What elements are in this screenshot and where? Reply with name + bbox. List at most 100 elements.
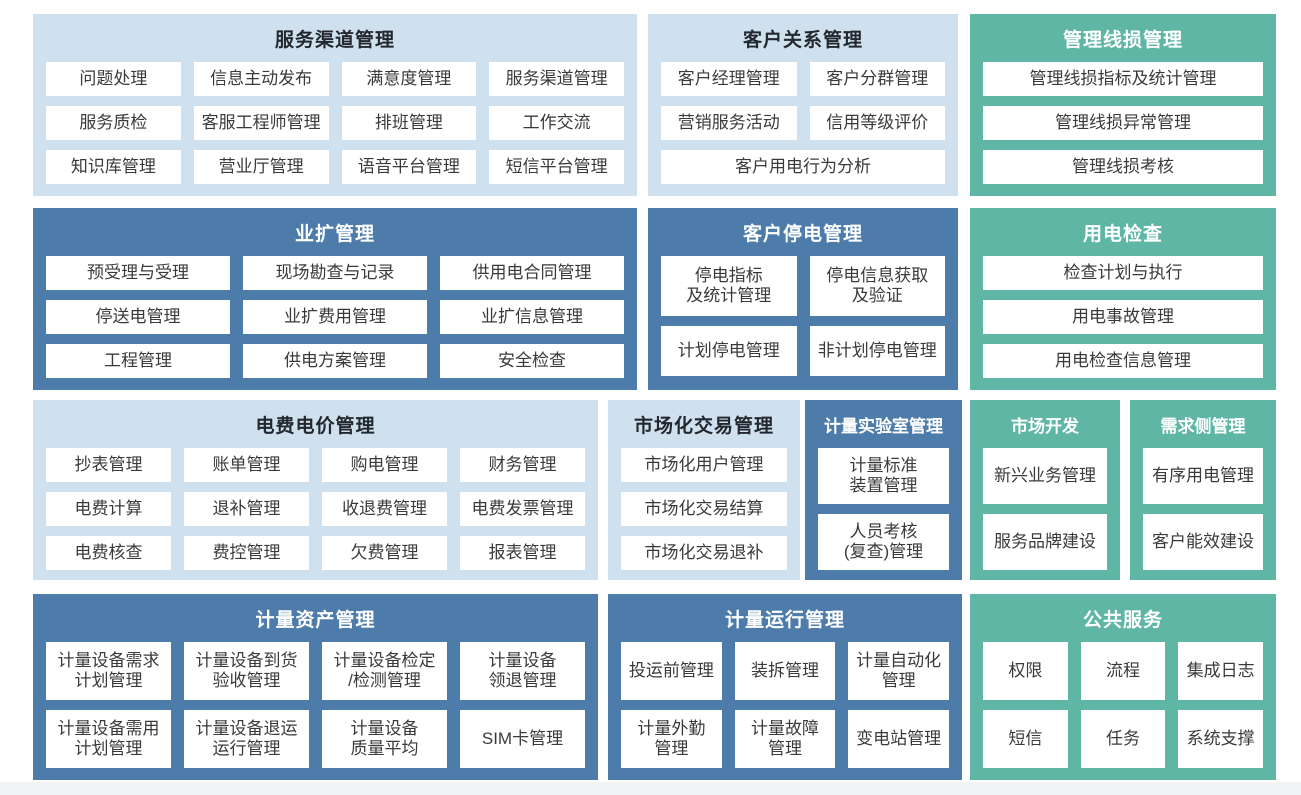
module-item[interactable]: 业扩费用管理	[243, 300, 427, 334]
item-row: 客户经理管理客户分群管理	[661, 62, 945, 96]
module-item[interactable]: 抄表管理	[46, 448, 171, 482]
panel-demand-side-mgmt: 需求侧管理有序用电管理客户能效建设	[1130, 400, 1276, 580]
module-item[interactable]: 费控管理	[184, 536, 309, 570]
item-row: 人员考核 (复查)管理	[818, 514, 949, 570]
module-item[interactable]: 电费核查	[46, 536, 171, 570]
module-item[interactable]: 流程	[1080, 642, 1166, 700]
item-row: 预受理与受理现场勘查与记录供用电合同管理	[46, 256, 624, 290]
module-item[interactable]: 短信平台管理	[489, 150, 624, 184]
module-item[interactable]: 计量标准 装置管理	[818, 448, 949, 504]
module-item[interactable]: 工程管理	[46, 344, 230, 378]
module-item[interactable]: 收退费管理	[322, 492, 447, 526]
module-item[interactable]: 投运前管理	[621, 642, 722, 700]
module-item[interactable]: 知识库管理	[46, 150, 181, 184]
module-item[interactable]: 营销服务活动	[661, 106, 797, 140]
module-item[interactable]: 管理线损考核	[983, 150, 1263, 184]
panel-public-services: 公共服务权限流程集成日志短信任务系统支撑	[970, 594, 1276, 780]
module-item[interactable]: 计量故障 管理	[734, 710, 836, 768]
module-item[interactable]: 服务渠道管理	[489, 62, 624, 96]
module-item[interactable]: 变电站管理	[848, 710, 950, 768]
module-item[interactable]: 用电事故管理	[983, 300, 1263, 334]
module-item[interactable]: 电费计算	[46, 492, 171, 526]
module-item[interactable]: 电费发票管理	[460, 492, 585, 526]
module-item[interactable]: 计量设备退运 运行管理	[184, 710, 309, 768]
module-item[interactable]: 供用电合同管理	[440, 256, 624, 290]
item-row: 停送电管理业扩费用管理业扩信息管理	[46, 300, 624, 334]
module-item[interactable]: 市场化交易结算	[621, 492, 787, 526]
item-row: 客户能效建设	[1143, 514, 1263, 570]
item-row: 管理线损异常管理	[983, 106, 1263, 140]
module-item[interactable]: 退补管理	[184, 492, 309, 526]
module-item[interactable]: 服务质检	[46, 106, 181, 140]
panel-market-development: 市场开发新兴业务管理服务品牌建设	[970, 400, 1120, 580]
module-item[interactable]: 计量外勤 管理	[621, 710, 722, 768]
module-item[interactable]: 停电指标 及统计管理	[661, 256, 797, 316]
module-item[interactable]: 财务管理	[460, 448, 585, 482]
module-item[interactable]: 现场勘查与记录	[243, 256, 427, 290]
module-item[interactable]: 计量自动化 管理	[848, 642, 950, 700]
module-item[interactable]: 计量设备 质量平均	[322, 710, 447, 768]
module-item[interactable]: 欠费管理	[322, 536, 447, 570]
item-row: 检查计划与执行	[983, 256, 1263, 290]
module-item[interactable]: 供电方案管理	[243, 344, 427, 378]
module-item[interactable]: 客户能效建设	[1143, 514, 1263, 570]
module-item[interactable]: 人员考核 (复查)管理	[818, 514, 949, 570]
module-item[interactable]: 计量设备需用 计划管理	[46, 710, 171, 768]
module-item[interactable]: 短信	[983, 710, 1068, 768]
module-item[interactable]: 权限	[983, 642, 1068, 700]
panel-title-service-channel-mgmt: 服务渠道管理	[274, 29, 395, 51]
panel-metering-operation-mgmt: 计量运行管理投运前管理装拆管理计量自动化 管理计量外勤 管理计量故障 管理变电站…	[608, 594, 962, 780]
module-item[interactable]: 计量设备需求 计划管理	[46, 642, 171, 700]
module-item[interactable]: 有序用电管理	[1143, 448, 1263, 504]
module-item[interactable]: 管理线损异常管理	[983, 106, 1263, 140]
module-item[interactable]: 工作交流	[489, 106, 624, 140]
module-item[interactable]: 客户经理管理	[661, 62, 797, 96]
module-item[interactable]: 任务	[1080, 710, 1166, 768]
item-row: 停电指标 及统计管理停电信息获取 及验证	[661, 256, 945, 316]
module-item[interactable]: 信息主动发布	[193, 62, 329, 96]
module-item[interactable]: 停电信息获取 及验证	[809, 256, 945, 316]
module-item[interactable]: 用电检查信息管理	[983, 344, 1263, 378]
panel-business-expansion-mgmt: 业扩管理预受理与受理现场勘查与记录供用电合同管理停送电管理业扩费用管理业扩信息管…	[33, 208, 637, 390]
module-item[interactable]: 账单管理	[184, 448, 309, 482]
panel-power-use-inspection: 用电检查检查计划与执行用电事故管理用电检查信息管理	[970, 208, 1276, 390]
panel-title-customer-outage-mgmt: 客户停电管理	[742, 223, 863, 245]
module-item[interactable]: 市场化用户管理	[621, 448, 787, 482]
item-row: 服务品牌建设	[983, 514, 1107, 570]
module-item[interactable]: SIM卡管理	[460, 710, 585, 768]
module-item[interactable]: 装拆管理	[734, 642, 836, 700]
module-item[interactable]: 计量设备到货 验收管理	[184, 642, 309, 700]
module-item[interactable]: 购电管理	[322, 448, 447, 482]
module-item[interactable]: 报表管理	[460, 536, 585, 570]
module-item[interactable]: 新兴业务管理	[983, 448, 1107, 504]
module-item[interactable]: 客户用电行为分析	[661, 150, 945, 184]
item-row: 客户用电行为分析	[661, 150, 945, 184]
module-item[interactable]: 市场化交易退补	[621, 536, 787, 570]
module-item[interactable]: 服务品牌建设	[983, 514, 1107, 570]
bottom-strip	[0, 782, 1301, 795]
module-item[interactable]: 信用等级评价	[809, 106, 945, 140]
module-item[interactable]: 客服工程师管理	[193, 106, 329, 140]
module-item[interactable]: 排班管理	[341, 106, 477, 140]
module-item[interactable]: 系统支撑	[1178, 710, 1264, 768]
module-item[interactable]: 计量设备检定 /检测管理	[322, 642, 447, 700]
item-row: 短信任务系统支撑	[983, 710, 1264, 768]
module-item[interactable]: 业扩信息管理	[440, 300, 624, 334]
module-item[interactable]: 计量设备 领退管理	[460, 642, 585, 700]
module-item[interactable]: 问题处理	[46, 62, 181, 96]
module-item[interactable]: 安全检查	[440, 344, 624, 378]
module-item[interactable]: 满意度管理	[341, 62, 477, 96]
module-item[interactable]: 管理线损指标及统计管理	[983, 62, 1263, 96]
item-row: 计量外勤 管理计量故障 管理变电站管理	[621, 710, 950, 768]
module-item[interactable]: 客户分群管理	[809, 62, 945, 96]
module-item[interactable]: 营业厅管理	[193, 150, 329, 184]
module-item[interactable]: 检查计划与执行	[983, 256, 1263, 290]
module-item[interactable]: 预受理与受理	[46, 256, 230, 290]
module-item[interactable]: 非计划停电管理	[809, 326, 945, 376]
module-item[interactable]: 集成日志	[1178, 642, 1264, 700]
module-item[interactable]: 语音平台管理	[341, 150, 477, 184]
panel-title-market-trading-mgmt: 市场化交易管理	[633, 415, 774, 437]
module-item[interactable]: 计划停电管理	[661, 326, 797, 376]
module-item[interactable]: 停送电管理	[46, 300, 230, 334]
